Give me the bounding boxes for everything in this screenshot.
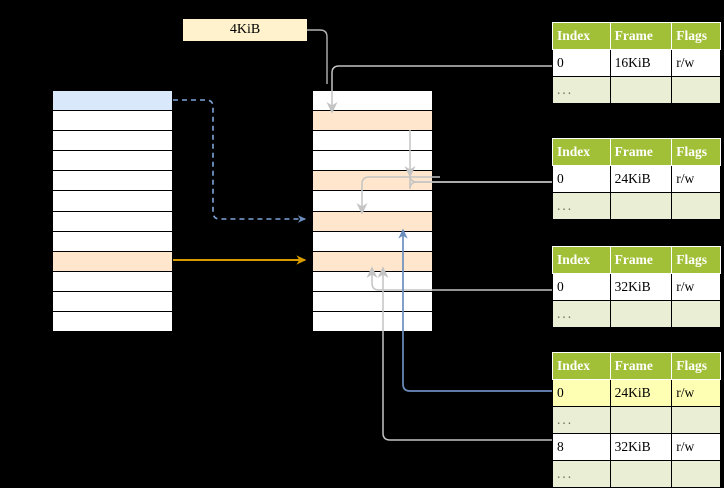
cell-frame-r0: 24KiB	[609, 165, 673, 193]
cell-flags-r0: r/w	[671, 273, 721, 301]
column-header-frame: Frame	[609, 352, 673, 380]
column-header-index: Index	[552, 352, 611, 380]
physical-cell-cell-1	[312, 110, 433, 132]
table-row-ellipsis: ...	[552, 300, 721, 328]
cell-frame-r2: 32KiB	[609, 433, 673, 461]
table-row-ellipsis: ...	[552, 406, 721, 434]
cell-flags-r1	[671, 76, 721, 104]
virtual-cell-cell-6	[52, 210, 173, 232]
cell-flags-r1	[671, 406, 721, 434]
virtual-cell-cell-3	[52, 150, 173, 172]
virtual-cell-cell-8	[52, 250, 173, 273]
column-header-frame: Frame	[609, 246, 673, 274]
virtual-cell-cell-5	[52, 190, 173, 212]
cell-flags-r0: r/w	[671, 165, 721, 193]
column-header-index: Index	[552, 22, 611, 50]
table-row-ellipsis: ...	[552, 76, 721, 104]
cell-index-r0: 0	[552, 379, 611, 407]
column-header-frame: Frame	[609, 22, 673, 50]
virtual-cell-cell-10	[52, 290, 173, 313]
physical-cell-cell-4	[312, 170, 433, 192]
column-header-flags: Flags	[671, 138, 721, 166]
cell-index-r2: 8	[552, 433, 611, 461]
cell-index-r0: 0	[552, 273, 611, 301]
physical-cell-cell-6	[312, 210, 433, 232]
physical-cell-cell-3	[312, 150, 433, 172]
table-row-ellipsis: ...	[552, 460, 721, 488]
physical-cell-cell-2	[312, 130, 433, 152]
column-header-flags: Flags	[671, 22, 721, 50]
column-header-index: Index	[552, 246, 611, 274]
physical-cell-cell-5	[312, 190, 433, 212]
cell-frame-r1	[609, 406, 673, 434]
cell-index-r0: 0	[552, 49, 611, 77]
virtual-cell-cell-4	[52, 170, 173, 192]
cell-index-r1: ...	[552, 76, 611, 104]
column-header-flags: Flags	[671, 246, 721, 274]
cell-flags-r1	[671, 192, 721, 220]
virtual-cell-cell-0	[52, 90, 173, 112]
cell-index-r0: 0	[552, 165, 611, 193]
physical-cell-cell-10	[312, 290, 433, 313]
cell-flags-r2: r/w	[671, 433, 721, 461]
column-header-flags: Flags	[671, 352, 721, 380]
virtual-cell-cell-9	[52, 270, 173, 293]
connector-size-label-leader	[307, 29, 328, 84]
connector-dashed-blue-virtual-to-physical	[173, 99, 307, 223]
column-header-frame: Frame	[609, 138, 673, 166]
virtual-cell-cell-1	[52, 110, 173, 132]
cell-flags-r0: r/w	[671, 49, 721, 77]
cell-index-r1: ...	[552, 192, 611, 220]
size-label-4kib: 4KiB	[183, 19, 307, 41]
cell-frame-r0: 32KiB	[609, 273, 673, 301]
cell-frame-r1	[609, 300, 673, 328]
cell-index-r1: ...	[552, 300, 611, 328]
virtual-cell-cell-2	[52, 130, 173, 152]
cell-frame-r1	[609, 192, 673, 220]
cell-flags-r3	[671, 460, 721, 488]
physical-cell-cell-7	[312, 230, 433, 253]
virtual-cell-cell-11	[52, 310, 173, 333]
cell-frame-r3	[609, 460, 673, 488]
column-header-index: Index	[552, 138, 611, 166]
virtual-cell-cell-7	[52, 230, 173, 253]
cell-frame-r0: 16KiB	[609, 49, 673, 77]
table-row-ellipsis: ...	[552, 192, 721, 220]
physical-memory-column	[312, 90, 433, 333]
cell-index-r3: ...	[552, 460, 611, 488]
cell-flags-r1	[671, 300, 721, 328]
physical-cell-cell-9	[312, 270, 433, 293]
physical-cell-cell-11	[312, 310, 433, 333]
physical-cell-cell-8	[312, 250, 433, 273]
cell-frame-r0: 24KiB	[609, 379, 673, 407]
physical-cell-cell-0	[312, 90, 433, 112]
virtual-address-space-column	[52, 90, 173, 333]
cell-frame-r1	[609, 76, 673, 104]
cell-flags-r0: r/w	[671, 379, 721, 407]
cell-index-r1: ...	[552, 406, 611, 434]
